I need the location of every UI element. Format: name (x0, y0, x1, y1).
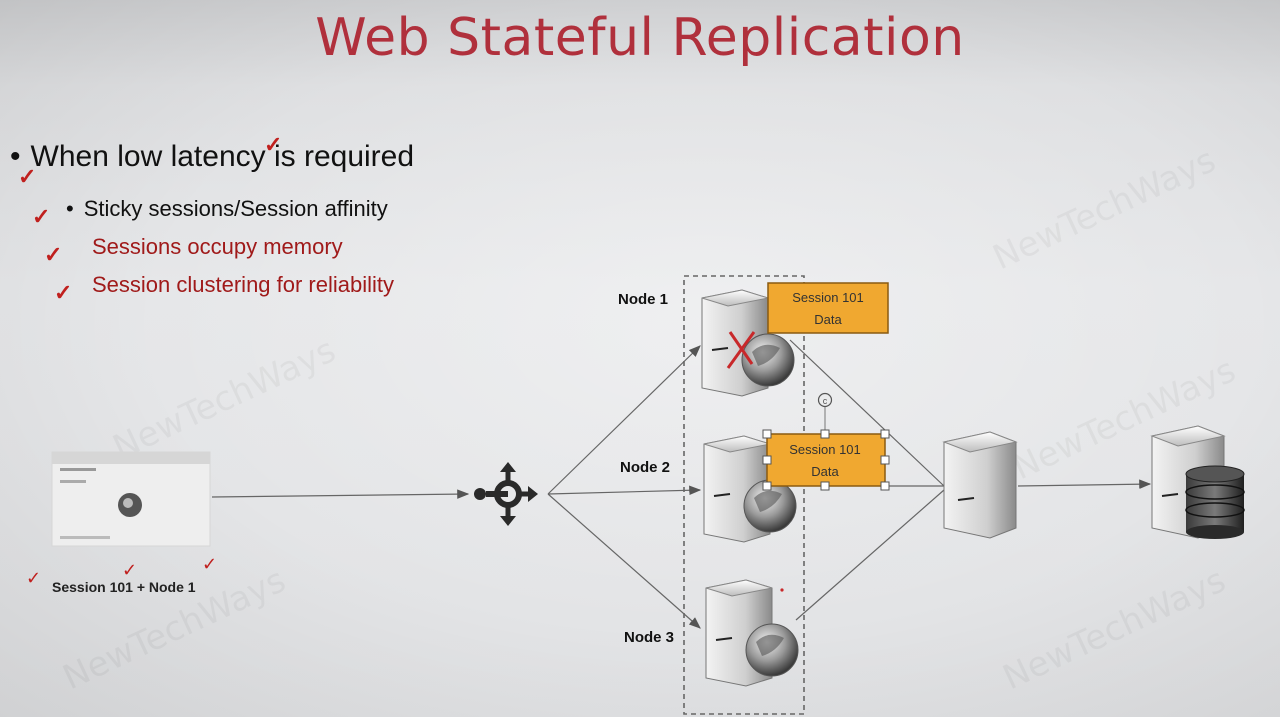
bullet-sub-2: Sessions occupy memory (92, 234, 343, 260)
web-server-icon (701, 289, 795, 397)
check-mark-icon: ✓ (202, 554, 217, 575)
slide-title: Web Stateful Replication (315, 8, 965, 68)
web-server-icon (703, 435, 797, 543)
copyright-icon: c (817, 392, 833, 432)
failure-cross-icon (726, 331, 756, 369)
node3-to-app-line (795, 489, 945, 621)
watermark: NewTechWays (107, 330, 342, 468)
session-data-box-node1: Session 101 Data (767, 282, 889, 334)
node1-to-app-line (789, 339, 945, 487)
node-2-label: Node 2 (620, 459, 670, 476)
svg-text:c: c (823, 396, 828, 406)
session-box-line1: Session 101 (789, 442, 861, 457)
client-to-lb-arrow (211, 489, 470, 499)
watermark: NewTechWays (987, 140, 1222, 278)
bullet-sub-1: •Sticky sessions/Session affinity (66, 196, 388, 221)
web-server-icon (705, 579, 799, 687)
bullet-main-text: When low latency is required (30, 140, 415, 173)
watermark: NewTechWays (997, 560, 1232, 698)
bullet-sub-3-text: Session clustering for reliability (92, 272, 395, 297)
check-mark-icon: ✓ (32, 204, 51, 229)
app-to-db-arrow (1017, 479, 1152, 489)
browser-window-icon (51, 451, 211, 547)
load-balancer-icon (474, 462, 538, 526)
selection-handles (762, 429, 890, 491)
database-server-icon (1150, 425, 1245, 539)
connections (211, 339, 1152, 629)
check-mark-icon: ✓ (44, 242, 63, 267)
session-box-line1: Session 101 (792, 290, 864, 305)
node-1-label: Node 1 (618, 291, 668, 308)
session-data-box-node2: Session 101 Data (762, 429, 890, 491)
bullet-sub-2-text: Sessions occupy memory (92, 234, 343, 259)
app-server-icon (942, 431, 1018, 539)
check-mark-icon: ✓ (264, 132, 283, 157)
node-3-label: Node 3 (624, 629, 674, 646)
client-session-label: Session 101 + Node 1 (52, 579, 196, 595)
lb-to-node3-arrow (547, 493, 701, 629)
bullet-sub-3: Session clustering for reliability (92, 272, 394, 298)
session-box-line2: Data (814, 312, 842, 327)
lb-to-node2-arrow (547, 485, 702, 496)
session-box-line2: Data (811, 464, 839, 479)
bullet-sub-1-text: Sticky sessions/Session affinity (83, 196, 388, 221)
check-mark-icon: ✓ (54, 280, 73, 305)
lb-to-node1-arrow (547, 345, 701, 495)
check-mark-icon: ✓ (26, 568, 41, 589)
bullet-main: •When low latency is required (10, 140, 415, 173)
check-mark-icon: ✓ (18, 164, 37, 189)
check-mark-icon: ✓ (122, 560, 137, 581)
red-dot (780, 588, 784, 592)
